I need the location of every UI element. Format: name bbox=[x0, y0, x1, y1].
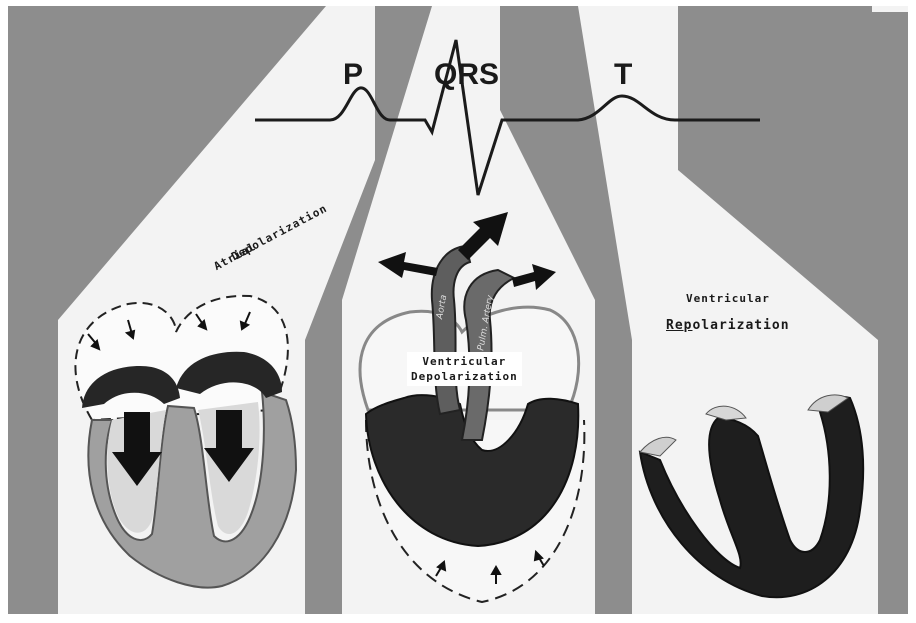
ventricular-repolarization-line2: Repolarization bbox=[666, 318, 790, 333]
ventricular-repolarization-line1: Ventricular bbox=[686, 292, 770, 305]
p-wave-label: P bbox=[343, 58, 363, 92]
ventricular-depolarization-label: Ventricular Depolarization bbox=[407, 352, 522, 386]
ventricular-depolarization-line1: Ventricular bbox=[411, 354, 518, 369]
ventricular-depolarization-line2: Depolarization bbox=[411, 369, 518, 384]
qrs-complex-label: QRS bbox=[434, 58, 499, 92]
corner-strip bbox=[872, 6, 908, 12]
repolarization-suffix: olarization bbox=[692, 318, 789, 333]
t-wave-label: T bbox=[614, 58, 632, 92]
repolarization-prefix: Rep bbox=[666, 318, 692, 333]
